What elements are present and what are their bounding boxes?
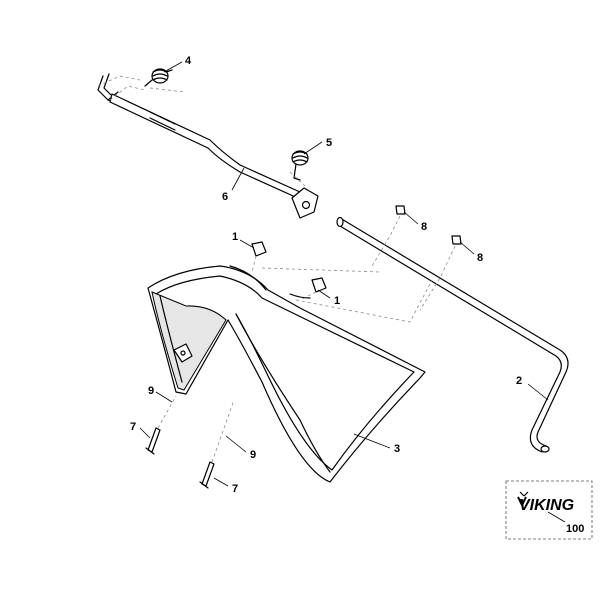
- callout-4: 4: [185, 55, 192, 67]
- callout-6: 6: [222, 191, 228, 203]
- callout-2: 2: [516, 375, 522, 387]
- screw-part-8b: [419, 235, 462, 311]
- screw-part-8a: [371, 205, 406, 267]
- spring-part-5: [289, 150, 309, 187]
- callout-7b: 7: [232, 483, 238, 495]
- spring-part-4: [144, 68, 173, 87]
- callout-8b: 8: [477, 252, 483, 264]
- diagram-reference-number: 100: [566, 523, 584, 535]
- logo-box: VIKING 100: [505, 480, 593, 540]
- clip-part-1a: [251, 241, 267, 273]
- rod-part-2: [336, 216, 569, 453]
- deflector-flap-part-3: [147, 265, 426, 483]
- callout-9a: 9: [148, 385, 154, 397]
- callout-3: 3: [394, 443, 400, 455]
- viking-logo-icon: [517, 491, 529, 508]
- callout-9b: 9: [250, 449, 256, 461]
- leader-lines: [139, 61, 549, 487]
- screw-part-7b: [199, 461, 215, 489]
- screw-part-7a: [145, 427, 161, 455]
- callout-5: 5: [326, 137, 332, 149]
- callout-7a: 7: [130, 421, 136, 433]
- clip-part-1b: [299, 277, 327, 301]
- viking-logo-text: VIKING: [519, 497, 574, 514]
- callout-1b: 1: [334, 295, 340, 307]
- flap-rod-part-6: [97, 73, 319, 219]
- callout-1a: 1: [232, 231, 238, 243]
- callout-8a: 8: [421, 221, 427, 233]
